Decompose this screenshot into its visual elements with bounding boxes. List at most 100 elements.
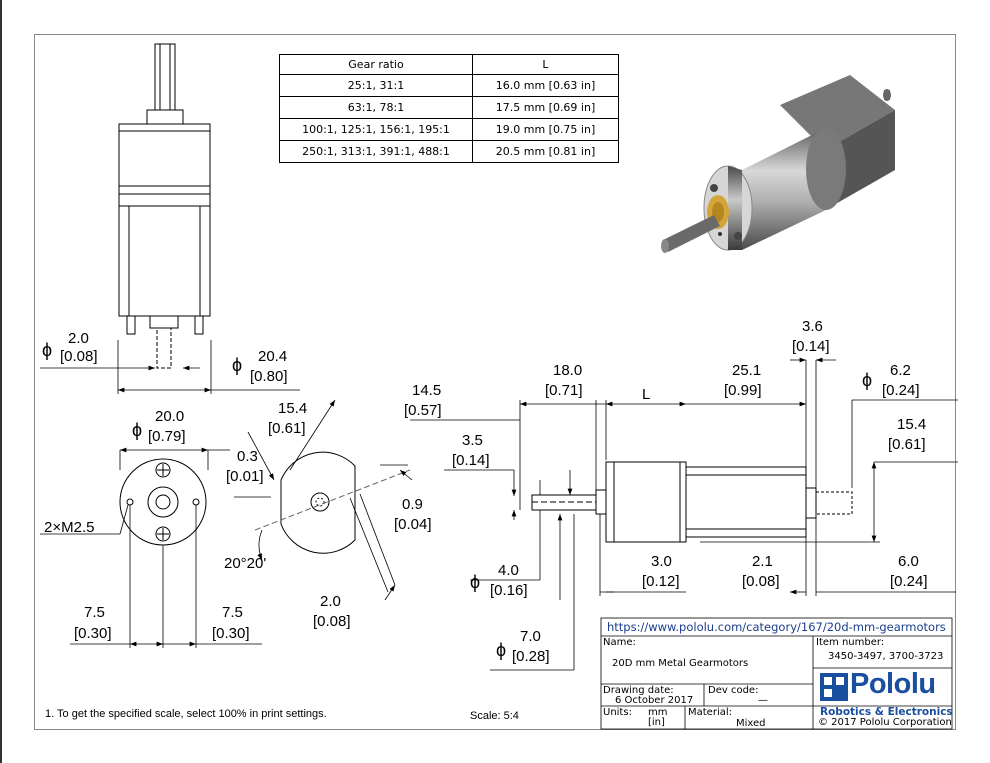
pololu-logo-text: Pololu [850, 668, 936, 700]
table-cell: 19.0 mm [0.75 in] [472, 118, 619, 141]
dim-label: 3.5 [462, 432, 483, 449]
material-label: Material: [688, 707, 732, 718]
product-url-link[interactable]: https://www.pololu.com/category/167/20d-… [607, 620, 946, 634]
dim-label: 3.0 [651, 553, 672, 570]
dim-label: 6.2 [890, 362, 911, 379]
dim-label: L [642, 386, 651, 403]
dim-label: 20.0 [155, 408, 185, 425]
diameter-symbol: ϕ [132, 420, 143, 440]
dim-label: 20.4 [258, 348, 288, 365]
units-label: Units: [603, 707, 632, 718]
gearmotor-render [661, 75, 895, 253]
dim-label: [0.61] [888, 436, 926, 453]
dim-label: 15.4 [897, 416, 927, 433]
dim-label: 7.5 [84, 604, 105, 621]
dim-label: 6.0 [898, 553, 919, 570]
dim-label: [0.80] [250, 368, 288, 385]
table-cell: 250:1, 313:1, 391:1, 488:1 [279, 140, 473, 163]
table-cell: 25:1, 31:1 [279, 74, 473, 97]
motor-side-view [118, 43, 211, 369]
table-cell: 20.5 mm [0.81 in] [472, 140, 619, 163]
name-value: 20D mm Metal Gearmotors [612, 658, 749, 669]
dim-label: 25.1 [732, 362, 762, 379]
dim-label: [0.24] [890, 573, 928, 590]
dim-label: [0.14] [792, 338, 830, 355]
dim-label: 2.0 [68, 330, 89, 347]
dim-label: [0.12] [642, 573, 680, 590]
table-cell: 16.0 mm [0.63 in] [472, 74, 619, 97]
table-header: L [472, 54, 619, 75]
dim-label: [0.61] [268, 420, 306, 437]
table-cell: 63:1, 78:1 [279, 96, 473, 119]
dim-label: 2.0 [320, 593, 341, 610]
diameter-symbol: ϕ [42, 340, 53, 360]
motor-right-side-view [531, 461, 853, 543]
drawing-sheet [34, 34, 956, 730]
dim-label: [0.57] [404, 402, 442, 419]
title-block-frame [600, 617, 953, 730]
dim-label: 3.6 [802, 318, 823, 335]
pololu-logo: Pololu [820, 668, 950, 704]
diameter-symbol: ϕ [232, 355, 243, 375]
table-header: Gear ratio [279, 54, 473, 75]
dim-label: [0.14] [452, 452, 490, 469]
dim-label: 4.0 [498, 562, 519, 579]
dim-label: 7.0 [520, 628, 541, 645]
dim-label: 14.5 [412, 382, 442, 399]
motor-back-view [254, 451, 411, 554]
name-label: Name: [603, 637, 636, 648]
print-note: 1. To get the specified scale, select 10… [45, 708, 327, 720]
dim-label: 2×M2.5 [44, 519, 95, 536]
dim-label: [0.99] [724, 382, 762, 399]
item-number-value: 3450-3497, 3700-3723 [828, 651, 944, 662]
dim-label: 7.5 [222, 604, 243, 621]
diameter-symbol: ϕ [862, 370, 873, 390]
dev-code-value: — [758, 695, 768, 706]
copyright: © 2017 Pololu Corporation [818, 717, 952, 728]
dev-code-label: Dev code: [708, 685, 759, 696]
diameter-symbol: ϕ [470, 572, 481, 592]
dim-lines-front [40, 447, 262, 648]
pololu-logo-icon [820, 673, 848, 701]
dim-lines-back [234, 399, 413, 601]
dim-label: [0.08] [742, 573, 780, 590]
dim-label: 2.1 [752, 553, 773, 570]
dim-label: [0.71] [545, 382, 583, 399]
dim-lines-right [410, 357, 958, 671]
motor-front-view [119, 458, 207, 546]
dim-label: [0.16] [490, 582, 528, 599]
dim-label: [0.30] [74, 625, 112, 642]
dim-label: 15.4 [278, 400, 308, 417]
material-value: Mixed [736, 718, 766, 729]
dim-label: [0.28] [512, 648, 550, 665]
units-value: mm [648, 707, 668, 718]
dim-label: [0.24] [882, 382, 920, 399]
dim-label: [0.30] [212, 625, 250, 642]
dim-label: 18.0 [553, 362, 583, 379]
dim-lines-side [40, 340, 300, 394]
dim-label: [0.04] [394, 516, 432, 533]
dim-label: 0.9 [402, 496, 423, 513]
drawing-date-label: Drawing date: [603, 685, 674, 696]
dim-label: 0.3 [237, 448, 258, 465]
dim-label: [0.01] [226, 468, 264, 485]
dim-label: [0.79] [148, 428, 186, 445]
dim-label: 20°20' [224, 555, 267, 572]
dim-label: [0.08] [313, 613, 351, 630]
dim-label: [0.08] [60, 348, 98, 365]
logo-subtitle: Robotics & Electronics [820, 706, 953, 718]
scale-label: Scale: 5:4 [470, 710, 519, 722]
page-edge [0, 0, 2, 763]
diameter-symbol: ϕ [496, 640, 507, 660]
units-value-inch: [in] [648, 717, 665, 728]
drawing-date-value: 6 October 2017 [615, 695, 694, 706]
table-cell: 100:1, 125:1, 156:1, 195:1 [279, 118, 473, 141]
item-number-label: Item number: [816, 637, 885, 648]
table-cell: 17.5 mm [0.69 in] [472, 96, 619, 119]
